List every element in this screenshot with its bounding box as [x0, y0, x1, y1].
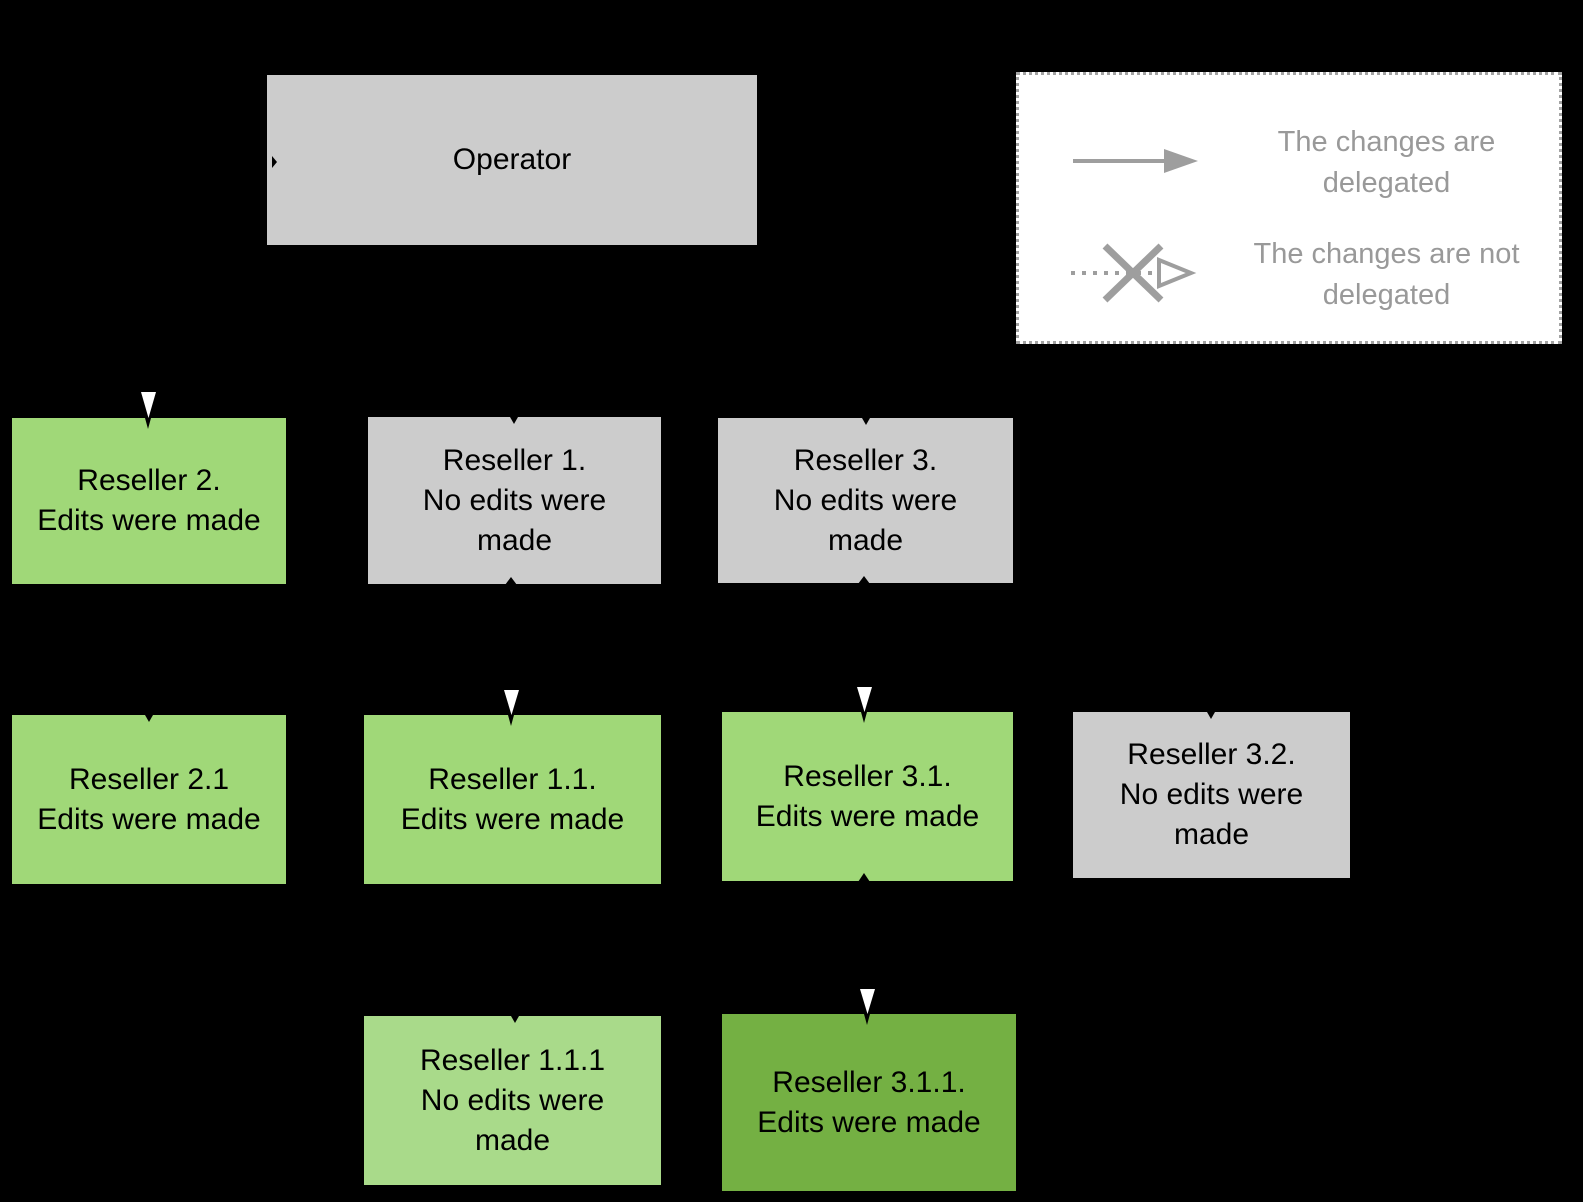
arrow-tip-to-reseller-3-1-1-icon [864, 1014, 870, 1025]
node-label: Reseller 3.2. No edits were made [1093, 735, 1330, 855]
node-reseller-2-1: Reseller 2.1 Edits were made [12, 715, 286, 884]
node-title: Reseller 3.1. [783, 759, 952, 793]
node-title: Reseller 1.1. [428, 762, 597, 796]
arrow-start-from-reseller-3-1-icon [858, 873, 870, 882]
node-status: Edits were made [400, 802, 625, 836]
open-arrowhead-to-reseller-3-1-1-icon [860, 989, 875, 1014]
delegated-arrow-icon [1073, 149, 1198, 173]
node-status: No edits were made [420, 1083, 605, 1157]
open-arrowhead-to-reseller-1-1-icon [504, 690, 519, 715]
node-title: Reseller 3.2. [1127, 738, 1296, 771]
node-title: Reseller 1.1.1 [419, 1043, 606, 1077]
node-label: Reseller 2. Edits were made [37, 461, 260, 541]
arrow-tip-to-reseller-1-1-icon [508, 715, 514, 726]
node-label: Reseller 3.1. Edits were made [756, 757, 979, 837]
node-title: Reseller 3. [793, 443, 938, 477]
node-status: No edits were made [1119, 778, 1304, 851]
node-title: Reseller 2.1 [68, 762, 230, 796]
node-reseller-1-1: Reseller 1.1. Edits were made [364, 715, 661, 884]
node-status: Edits were made [757, 1105, 981, 1139]
node-label: Reseller 3. No edits were made [743, 441, 988, 561]
node-status: Edits were made [37, 504, 261, 537]
arrow-tip-to-reseller-3-icon [862, 418, 870, 425]
arrow-tip-into-operator-icon [272, 156, 277, 168]
open-arrowhead-to-reseller-2-icon [141, 392, 156, 418]
node-reseller-3-1: Reseller 3.1. Edits were made [722, 712, 1013, 881]
node-reseller-3-1-1: Reseller 3.1.1. Edits were made [722, 1014, 1016, 1191]
arrow-tip-to-reseller-3-2-icon [1207, 712, 1215, 719]
node-label: Reseller 1.1. Edits were made [401, 760, 624, 840]
node-reseller-3-2: Reseller 3.2. No edits were made [1073, 712, 1350, 878]
node-title: Reseller 3.1.1. [772, 1065, 966, 1099]
arrow-start-from-reseller-3-icon [858, 576, 870, 584]
node-title: Reseller 1. [442, 443, 587, 477]
legend-item-label: The changes are not delegated [1253, 238, 1520, 311]
arrow-tip-to-reseller-2-1-icon [145, 715, 153, 722]
node-status: No edits were made [422, 483, 607, 557]
node-status: Edits were made [37, 802, 261, 836]
node-operator: Operator [267, 75, 757, 245]
arrow-tip-to-reseller-1-icon [510, 417, 518, 424]
node-status: No edits were made [773, 483, 958, 557]
node-operator-label: Operator [452, 143, 572, 176]
legend: The changes are delegated The changes ar… [1016, 72, 1562, 344]
arrow-tip-to-reseller-2-icon [145, 418, 151, 429]
node-reseller-1: Reseller 1. No edits were made [368, 417, 661, 584]
node-label: Reseller 3.1.1. Edits were made [757, 1063, 980, 1143]
node-reseller-1-1-1: Reseller 1.1.1 No edits were made [364, 1016, 661, 1185]
arrow-tip-to-reseller-3-1-icon [861, 712, 867, 723]
node-reseller-2: Reseller 2. Edits were made [12, 418, 286, 584]
node-title: Reseller 2. [77, 464, 221, 497]
arrow-tip-to-reseller-1-1-1-icon [511, 1016, 519, 1023]
node-label: Reseller 1. No edits were made [393, 441, 636, 561]
open-arrowhead-to-reseller-3-1-icon [857, 687, 872, 712]
node-label: Reseller 1.1.1 No edits were made [389, 1041, 636, 1161]
node-status: Edits were made [755, 799, 980, 833]
node-label: Reseller 2.1 Edits were made [37, 760, 260, 840]
node-reseller-3: Reseller 3. No edits were made [718, 418, 1013, 583]
not-delegated-arrow-icon [1071, 243, 1197, 303]
legend-item-label: The changes are delegated [1277, 126, 1496, 199]
arrow-start-from-reseller-1-icon [505, 577, 517, 585]
